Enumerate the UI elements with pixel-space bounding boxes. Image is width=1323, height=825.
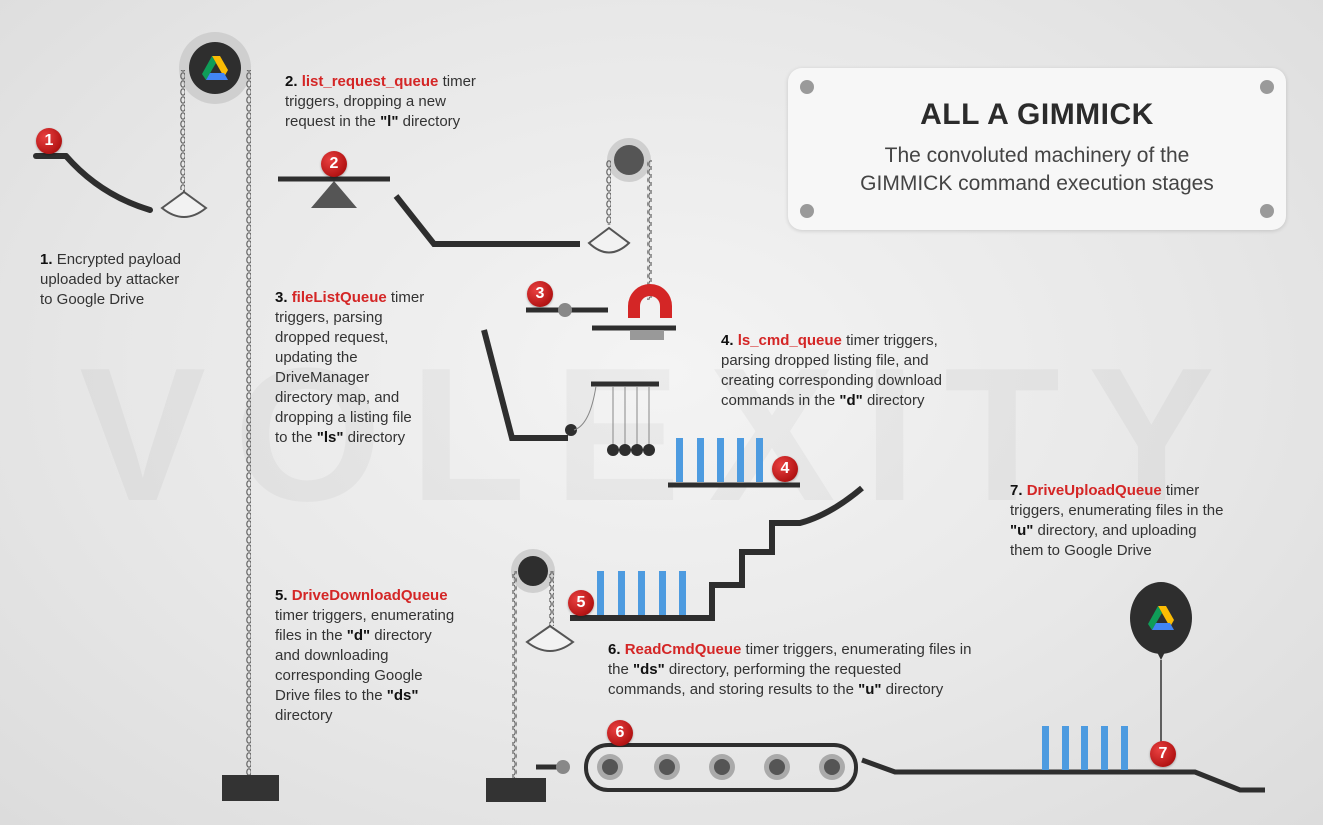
step-marker-3: 3 [527,281,553,307]
step-1-text: 1. Encrypted payload uploaded by attacke… [40,251,181,308]
step-marker-6: 6 [607,720,633,746]
step-4-text: 4. ls_cmd_queue timer triggers, parsing … [721,332,942,409]
title: ALL A GIMMICK [920,98,1154,131]
step-7-text: 7. DriveUploadQueue timer triggers, enum… [1010,482,1224,559]
conveyor-6 [536,743,1265,793]
pulley-5 [486,549,575,802]
lever-2 [278,176,580,247]
stairs [570,485,864,621]
balloon-7 [1130,582,1192,755]
google-drive-icon [202,56,228,80]
subtitle: The convoluted machinery of the GIMMICK … [860,144,1214,195]
pulley-2 [587,138,652,300]
step-marker-7: 7 [1150,741,1176,767]
title-card: ALL A GIMMICK The convoluted machinery o… [788,68,1286,230]
pin-icon [1260,204,1274,218]
step-marker-2: 2 [321,151,347,177]
bars-4 [668,438,800,488]
ramp-1 [33,153,153,213]
step-marker-1: 1 [36,128,62,154]
drive-pulley [160,32,279,801]
step-marker-5: 5 [568,590,594,616]
pin-icon [1260,80,1274,94]
pin-icon [800,204,814,218]
magnet-3 [526,284,676,340]
step-marker-4: 4 [772,456,798,482]
pin-icon [800,80,814,94]
google-drive-icon [1148,606,1174,630]
step-5-text: 5. DriveDownloadQueue timer triggers, en… [275,587,455,724]
bars-5 [597,571,686,615]
newtons-cradle [481,329,659,456]
step-2-text: 2. list_request_queue timer triggers, dr… [285,73,476,130]
step-3-text: 3. fileListQueue timer triggers, parsing… [275,289,425,446]
step-6-text: 6. ReadCmdQueue timer triggers, enumerat… [608,641,972,698]
bars-7 [1042,726,1128,770]
